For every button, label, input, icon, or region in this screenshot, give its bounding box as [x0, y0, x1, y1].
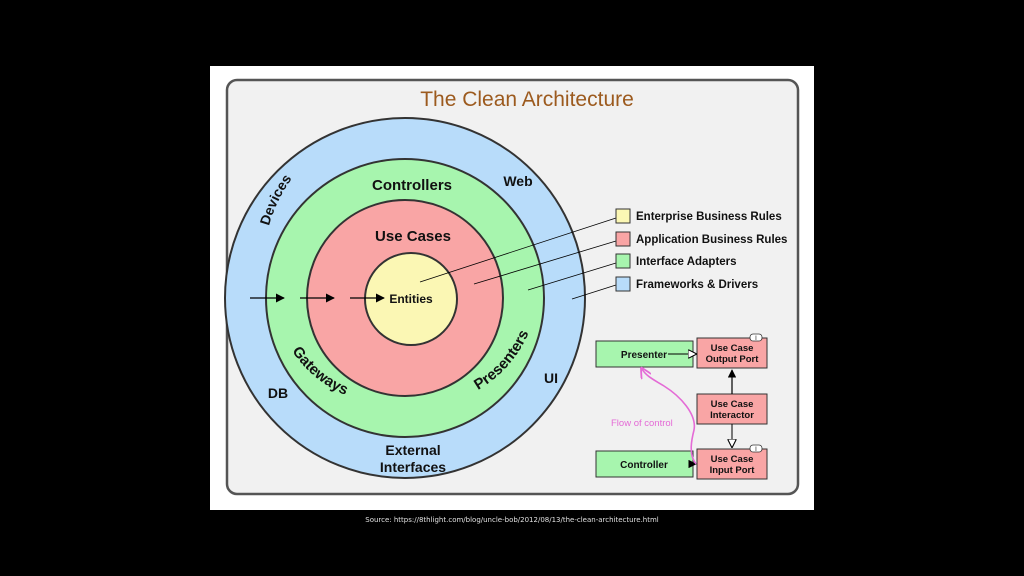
legend-swatch-frameworks: [615, 276, 631, 292]
entities-label: Entities: [389, 292, 433, 306]
web-label: Web: [503, 173, 532, 189]
output-port-line2: Output Port: [706, 354, 760, 365]
flow-of-control-diagram: Presenter Controller Use Case Output Por…: [595, 333, 768, 480]
legend-pointer: [527, 262, 617, 291]
legend: Enterprise Business Rules Application Bu…: [615, 208, 787, 292]
db-label: DB: [268, 385, 288, 401]
interface-badge: [749, 444, 763, 453]
legend-frameworks-label: Frameworks & Drivers: [636, 279, 758, 291]
input-port-line1: Use Case: [711, 454, 754, 465]
legend-swatch-application: [615, 231, 631, 247]
controller-box: [595, 450, 694, 478]
legend-enterprise-label: Enterprise Business Rules: [636, 211, 782, 223]
interactor-line1: Use Case: [711, 399, 754, 410]
legend-pointer: [473, 240, 617, 285]
slide-image: The Clean Architecture Devices Web DB UI…: [210, 66, 814, 510]
entities-core: [364, 252, 458, 346]
external-label: External: [385, 442, 440, 458]
use-cases-label: Use Cases: [375, 228, 451, 245]
flow-of-control-curve: [642, 369, 697, 465]
legend-swatch-enterprise: [615, 208, 631, 224]
output-port-line1: Use Case: [711, 343, 754, 354]
clean-architecture-diagram: The Clean Architecture Devices Web DB UI…: [224, 78, 800, 496]
interactor-line2: Interactor: [710, 410, 754, 421]
legend-application-label: Application Business Rules: [636, 234, 787, 246]
diagram-title: The Clean Architecture: [420, 88, 634, 111]
legend-adapters-label: Interface Adapters: [636, 256, 737, 268]
legend-pointer: [571, 284, 617, 300]
presenter-label: Presenter: [621, 350, 667, 361]
controllers-label: Controllers: [372, 177, 452, 194]
legend-pointer: [419, 217, 617, 283]
interfaces-label: Interfaces: [380, 459, 446, 475]
interface-badge-label: I: [755, 447, 757, 453]
controller-label: Controller: [620, 460, 668, 471]
legend-swatch-adapters: [615, 253, 631, 269]
input-port-line2: Input Port: [710, 465, 756, 476]
output-port-box: [696, 337, 768, 369]
input-port-box: [696, 448, 768, 480]
interface-badge-label: I: [755, 336, 757, 342]
source-caption: Source: https://8thlight.com/blog/uncle-…: [365, 516, 659, 524]
interface-badge: [749, 333, 763, 342]
flow-of-control-label: Flow of control: [611, 418, 673, 429]
ui-label: UI: [544, 370, 558, 386]
